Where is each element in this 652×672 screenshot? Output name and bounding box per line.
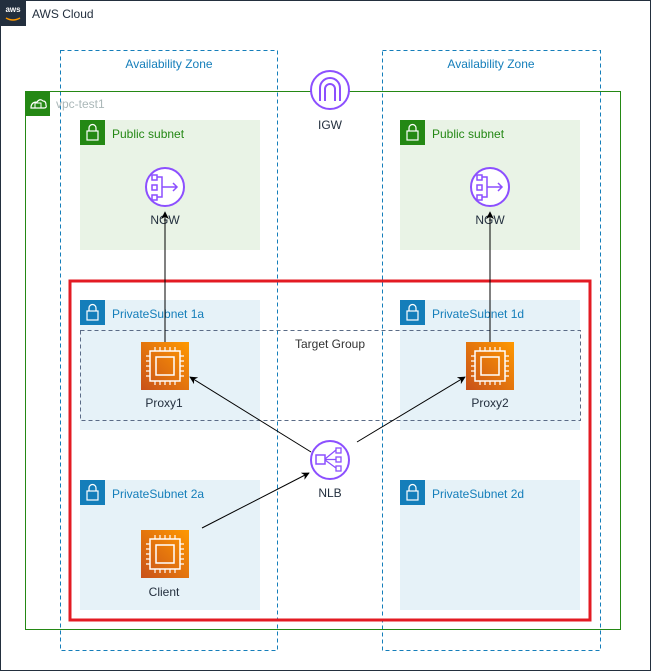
aws-cloud-icon: aws	[0, 0, 26, 26]
nat-gateway-left: NGW	[145, 167, 185, 227]
client-instance: Client	[141, 530, 189, 599]
ec2-instance-icon	[466, 342, 514, 390]
internet-gateway-icon	[310, 70, 350, 110]
public-subnet-left: Public subnet	[80, 120, 260, 250]
subnet-lock-icon	[80, 300, 105, 325]
private-subnet-2d: PrivateSubnet 2d	[400, 480, 580, 610]
private-subnet-1a: PrivateSubnet 1a	[80, 300, 260, 430]
subnet-label: PrivateSubnet 1a	[112, 307, 204, 321]
subnet-label: PrivateSubnet 1d	[432, 307, 524, 321]
availability-zone-label: Availability Zone	[125, 57, 212, 71]
proxy2-instance: Proxy2	[466, 342, 514, 410]
availability-zone-label: Availability Zone	[447, 57, 534, 71]
subnet-lock-icon	[80, 480, 105, 505]
availability-zone-left: Availability Zone	[60, 50, 278, 651]
aws-cloud-label: AWS Cloud	[32, 7, 94, 21]
node-label: IGW	[318, 118, 343, 132]
node-label: Client	[149, 585, 180, 599]
subnet-label: PrivateSubnet 2a	[112, 487, 204, 501]
subnet-label: PrivateSubnet 2d	[432, 487, 524, 501]
connector-nlb-to-proxy1	[189, 376, 312, 453]
nat-gateway-icon	[470, 167, 510, 207]
proxy1-instance: Proxy1	[141, 342, 189, 410]
ec2-instance-icon	[141, 530, 189, 578]
connector-client-to-nlb	[201, 472, 310, 529]
subnet-lock-icon	[400, 120, 425, 145]
nat-gateway-icon	[145, 167, 185, 207]
network-load-balancer-icon	[310, 440, 350, 480]
ec2-instance-icon	[141, 342, 189, 390]
subnet-lock-icon	[400, 480, 425, 505]
svg-text:aws: aws	[5, 5, 21, 14]
subnet-label: Public subnet	[112, 127, 185, 141]
node-label: Proxy1	[145, 396, 183, 410]
highlight-box	[68, 279, 592, 622]
connector-nlb-to-proxy2	[356, 376, 466, 443]
vpc-label: vpc-test1	[56, 97, 105, 111]
internet-gateway-node: IGW	[310, 70, 350, 132]
node-label: NLB	[318, 486, 341, 500]
node-label: Proxy2	[471, 396, 509, 410]
subnet-lock-icon	[400, 300, 425, 325]
availability-zone-right: Availability Zone	[382, 50, 601, 651]
subnet-lock-icon	[80, 120, 105, 145]
vpc-lock-icon	[25, 91, 50, 116]
nat-gateway-right: NGW	[470, 167, 510, 227]
target-group: Target Group	[80, 330, 581, 421]
nlb-node: NLB	[310, 440, 350, 500]
target-group-label: Target Group	[295, 337, 365, 351]
subnet-label: Public subnet	[432, 127, 505, 141]
